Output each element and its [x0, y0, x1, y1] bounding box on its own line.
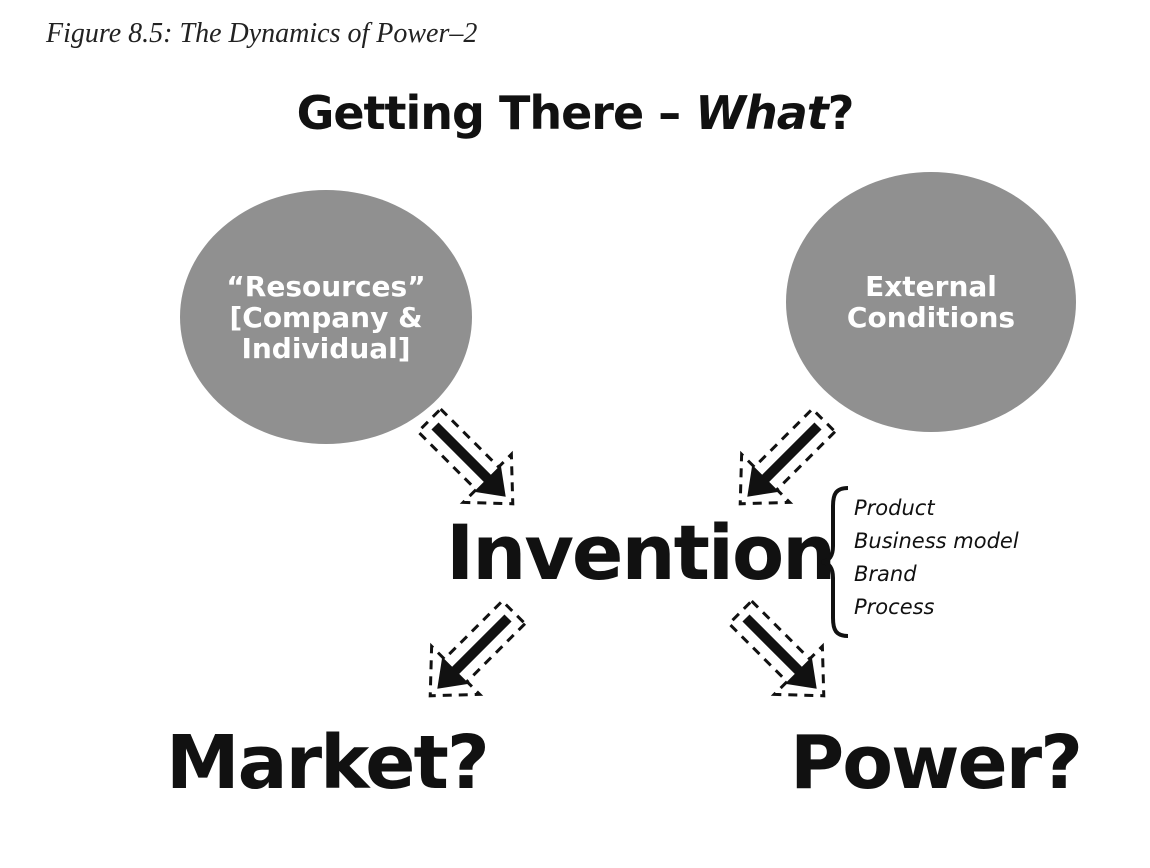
- dimension-item: Brand: [854, 562, 917, 586]
- heading-end: ?: [827, 86, 855, 140]
- resources-line: Individual]: [241, 331, 411, 365]
- heading-emphasis: What: [695, 86, 829, 140]
- heading-main: Getting There –: [296, 86, 696, 140]
- external-line: Conditions: [846, 301, 1016, 334]
- dimension-item: Product: [854, 496, 935, 520]
- external-conditions-circle: External Conditions: [786, 172, 1076, 432]
- arrow-resources-to-invention-icon: [415, 406, 515, 506]
- arrow-external-to-invention-icon: [738, 406, 838, 506]
- dimension-item: Business model: [854, 529, 1019, 553]
- power-label: Power?: [790, 720, 1083, 806]
- invention-dimensions-list: Product Business model Brand Process: [854, 492, 1019, 624]
- curly-brace-icon: [821, 486, 849, 638]
- invention-label: Invention: [446, 508, 836, 597]
- arrow-invention-to-power-icon: [726, 598, 826, 698]
- dimension-item: Process: [854, 595, 935, 619]
- resources-line: [Company &: [229, 300, 423, 334]
- diagram-heading: Getting There – What?: [0, 86, 1150, 140]
- resources-circle: “Resources” [Company & Individual]: [180, 190, 472, 444]
- market-label: Market?: [166, 720, 490, 806]
- resources-line: “Resources”: [226, 269, 426, 303]
- figure-caption: Figure 8.5: The Dynamics of Power–2: [46, 18, 478, 49]
- arrow-invention-to-market-icon: [428, 598, 528, 698]
- external-line: External: [865, 270, 997, 303]
